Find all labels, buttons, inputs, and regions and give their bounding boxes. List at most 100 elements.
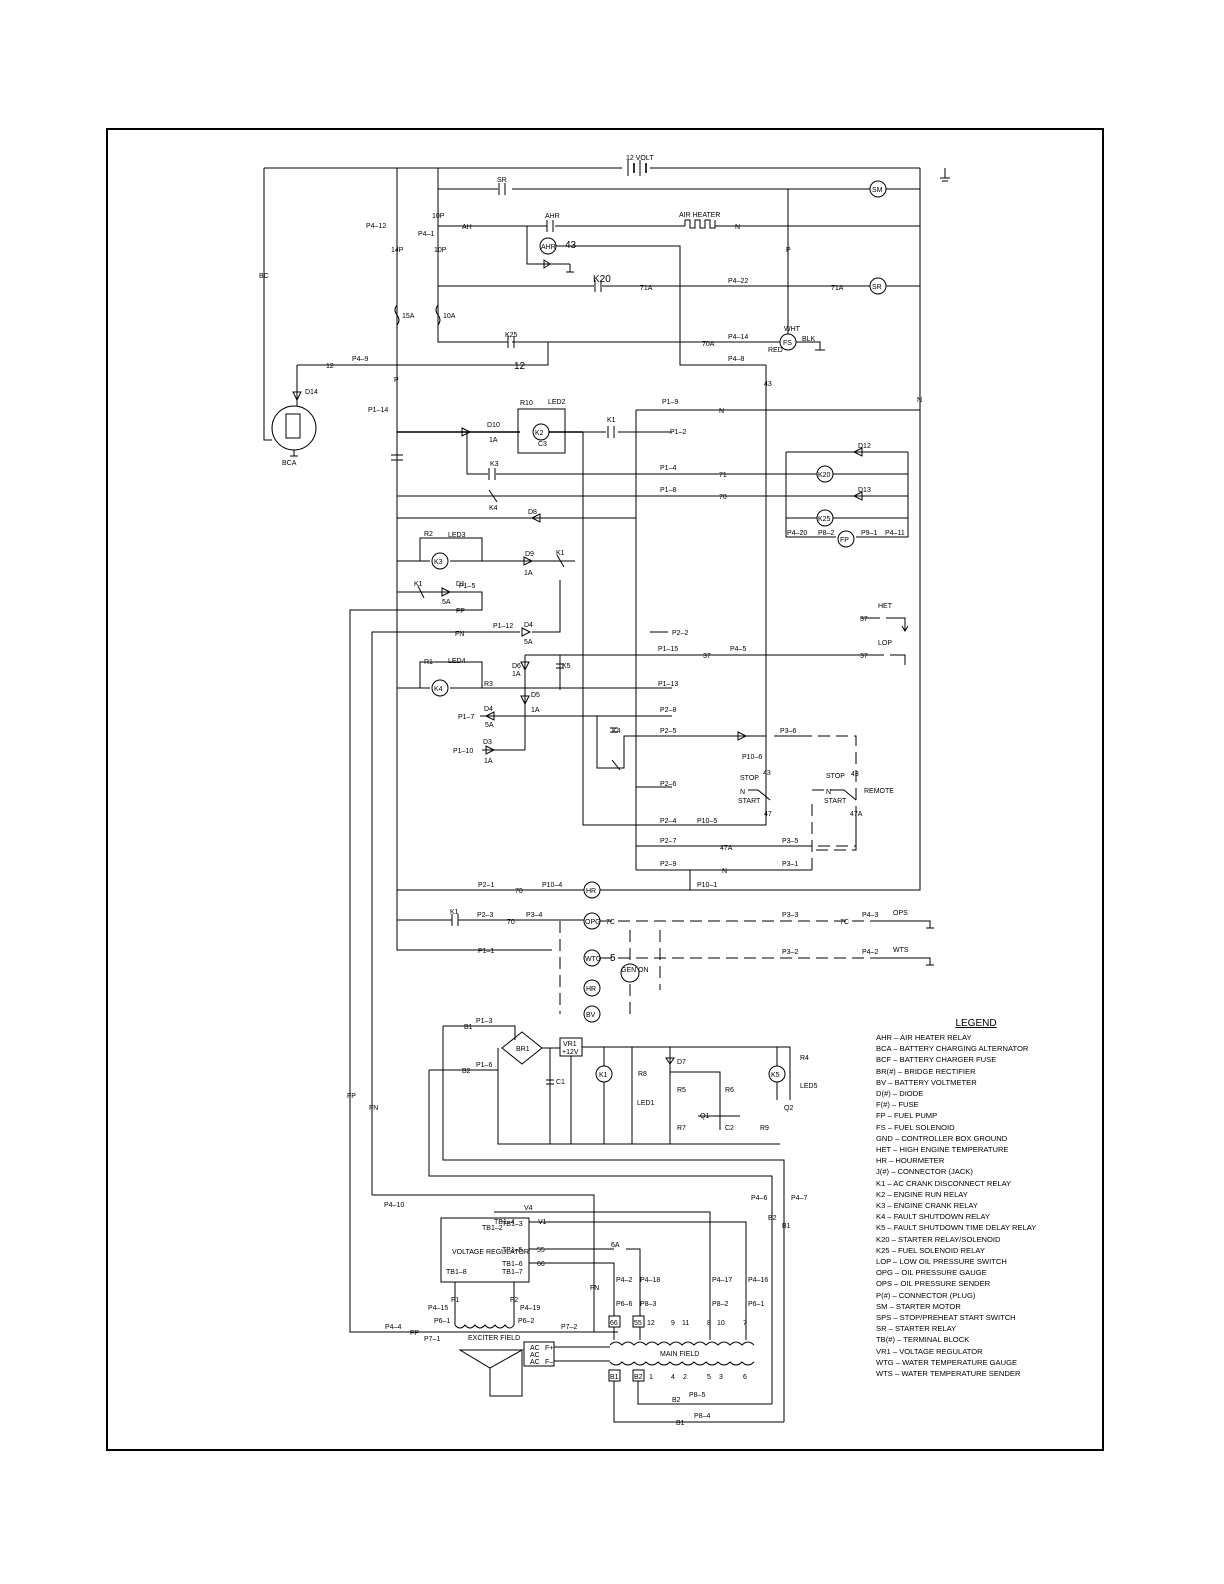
num-8: 8 — [707, 1320, 711, 1327]
label-p7-2: P7–2 — [561, 1324, 577, 1331]
label-k4-a: K4 — [489, 505, 498, 512]
label-c2: C2 — [725, 1125, 734, 1132]
label-d14: D14 — [305, 389, 318, 396]
label-c3: C3 — [538, 441, 547, 448]
label-p8-4: P8–4 — [694, 1413, 710, 1420]
label-70a: 70A — [702, 341, 715, 348]
label-p6-2: P6–2 — [518, 1318, 534, 1325]
label-led5: LED5 — [800, 1083, 818, 1090]
label-p4-9: P4–9 — [352, 356, 368, 363]
k1-coil-label: K1 — [599, 1072, 608, 1079]
legend-title: LEGEND — [955, 1018, 997, 1029]
legend-item: FS – FUEL SOLENOID — [876, 1122, 955, 1132]
box-66: 66 — [610, 1320, 618, 1327]
num-12: 12 — [647, 1320, 655, 1327]
voltage-regulator-box: VOLTAGE REGULATOR — [440, 1217, 530, 1283]
label-ops: OPS — [893, 910, 908, 917]
legend-item: VR1 – VOLTAGE REGULATOR — [876, 1346, 983, 1356]
legend-item: GND – CONTROLLER BOX GROUND — [876, 1133, 1008, 1143]
label-5a-d4: 5A — [524, 639, 533, 646]
label-1a-d9: 1A — [524, 570, 533, 577]
label-p8-2: P8–2 — [818, 530, 834, 537]
label-d12: D12 — [858, 443, 871, 450]
bca-label: BCA — [282, 460, 297, 467]
label-blk: BLK — [802, 336, 816, 343]
label-p8-3: P8–3 — [640, 1301, 656, 1308]
legend-item: OPS – OIL PRESSURE SENDER — [876, 1279, 991, 1289]
label-fp-c: FP — [410, 1330, 419, 1337]
label-p4-12: P4–12 — [366, 223, 386, 230]
label-p4-6: P4–6 — [751, 1195, 767, 1202]
label-43-mid: 43 — [764, 381, 772, 388]
label-n-remote: N — [826, 789, 831, 796]
label-p9-1: P9–1 — [861, 530, 877, 537]
k20-coil: K20 — [816, 465, 834, 483]
label-43-remote: 43 — [851, 771, 859, 778]
label-p4-5: P4–5 — [730, 646, 746, 653]
k25-coil: K25 — [816, 509, 834, 527]
legend-item: WTS – WATER TEMPERATURE SENDER — [876, 1369, 1021, 1379]
vr1-sublabel: +12V — [562, 1049, 579, 1056]
gen-on-lamp: GEN ON — [620, 963, 649, 983]
label-p4-16: P4–16 — [748, 1277, 768, 1284]
label-b2-c: B2 — [672, 1397, 681, 1404]
label-71a-b: 71A — [831, 285, 844, 292]
label-r4: R4 — [800, 1055, 809, 1062]
label-q2: Q2 — [784, 1105, 793, 1112]
label-c1: C1 — [556, 1079, 565, 1086]
label-47: 47 — [764, 811, 772, 818]
label-70-c: 70 — [507, 919, 515, 926]
label-5-wtg: 5 — [610, 953, 616, 964]
label-stop-b: STOP — [826, 773, 845, 780]
label-d5: D5 — [531, 692, 540, 699]
label-p1-6: P1–6 — [476, 1062, 492, 1069]
water-temp-gauge: WTG — [583, 949, 601, 967]
legend-item: F(#) – FUSE — [876, 1100, 919, 1110]
label-remote: REMOTE — [864, 788, 894, 795]
legend-item: K1 – AC CRANK DISCONNECT RELAY — [876, 1178, 1012, 1188]
label-12-a: 12 — [326, 363, 334, 370]
num-6: 6 — [743, 1374, 747, 1381]
label-p3-6: P3–6 — [780, 728, 796, 735]
label-37-het: 37 — [860, 616, 868, 623]
label-p4-17: P4–17 — [712, 1277, 732, 1284]
label-ac-3: AC — [530, 1359, 540, 1366]
label-b2-a: B2 — [462, 1068, 471, 1075]
legend-item: P(#) – CONNECTOR (PLUG) — [876, 1290, 976, 1300]
label-n-sps: N — [740, 789, 745, 796]
label-10p-a: 10P — [432, 213, 445, 220]
label-led4: LED4 — [448, 658, 466, 665]
label-d1: D1 — [456, 581, 465, 588]
label-p8-5: P8–5 — [689, 1392, 705, 1399]
label-d7: D7 — [677, 1059, 686, 1066]
label-p7-1: P7–1 — [424, 1336, 440, 1343]
label-v1: V1 — [538, 1219, 547, 1226]
legend-item: HET – HIGH ENGINE TEMPERATURE — [876, 1145, 1009, 1155]
legend-item: J(#) – CONNECTOR (JACK) — [876, 1167, 973, 1177]
rotating-rectifier: AC AC AC F+ F– — [523, 1341, 555, 1367]
label-r6: R6 — [725, 1087, 734, 1094]
vr-label-a: VOLTAGE REGULATOR — [452, 1249, 529, 1256]
label-tb1-7: TB1–7 — [502, 1269, 523, 1276]
label-1a-d5: 1A — [531, 707, 540, 714]
exciter-field: EXCITER FIELD — [454, 1324, 520, 1342]
legend-item: HR – HOURMETER — [876, 1156, 945, 1166]
label-ahr-contact: AHR — [545, 213, 560, 220]
label-f2: F2 — [510, 1297, 518, 1304]
hr-label-a: HR — [586, 888, 596, 895]
label-71a-a: 71A — [640, 285, 653, 292]
label-d9: D9 — [525, 551, 534, 558]
label-p2-3: P2–3 — [477, 912, 493, 919]
label-d8: D8 — [528, 509, 537, 516]
legend-item: FP – FUEL PUMP — [876, 1111, 938, 1121]
ahr-coil: AHR — [539, 237, 557, 255]
label-1a-d3: 1A — [484, 758, 493, 765]
label-p3-2: P3–2 — [782, 949, 798, 956]
label-led2: LED2 — [548, 399, 566, 406]
main-field-label: MAIN FIELD — [660, 1351, 699, 1358]
legend-item: WTG – WATER TEMPERATURE GAUGE — [876, 1357, 1018, 1367]
label-p4-15: P4–15 — [428, 1305, 448, 1312]
label-k4-b: K4 — [612, 728, 621, 735]
gen-on-label: GEN ON — [621, 967, 649, 974]
